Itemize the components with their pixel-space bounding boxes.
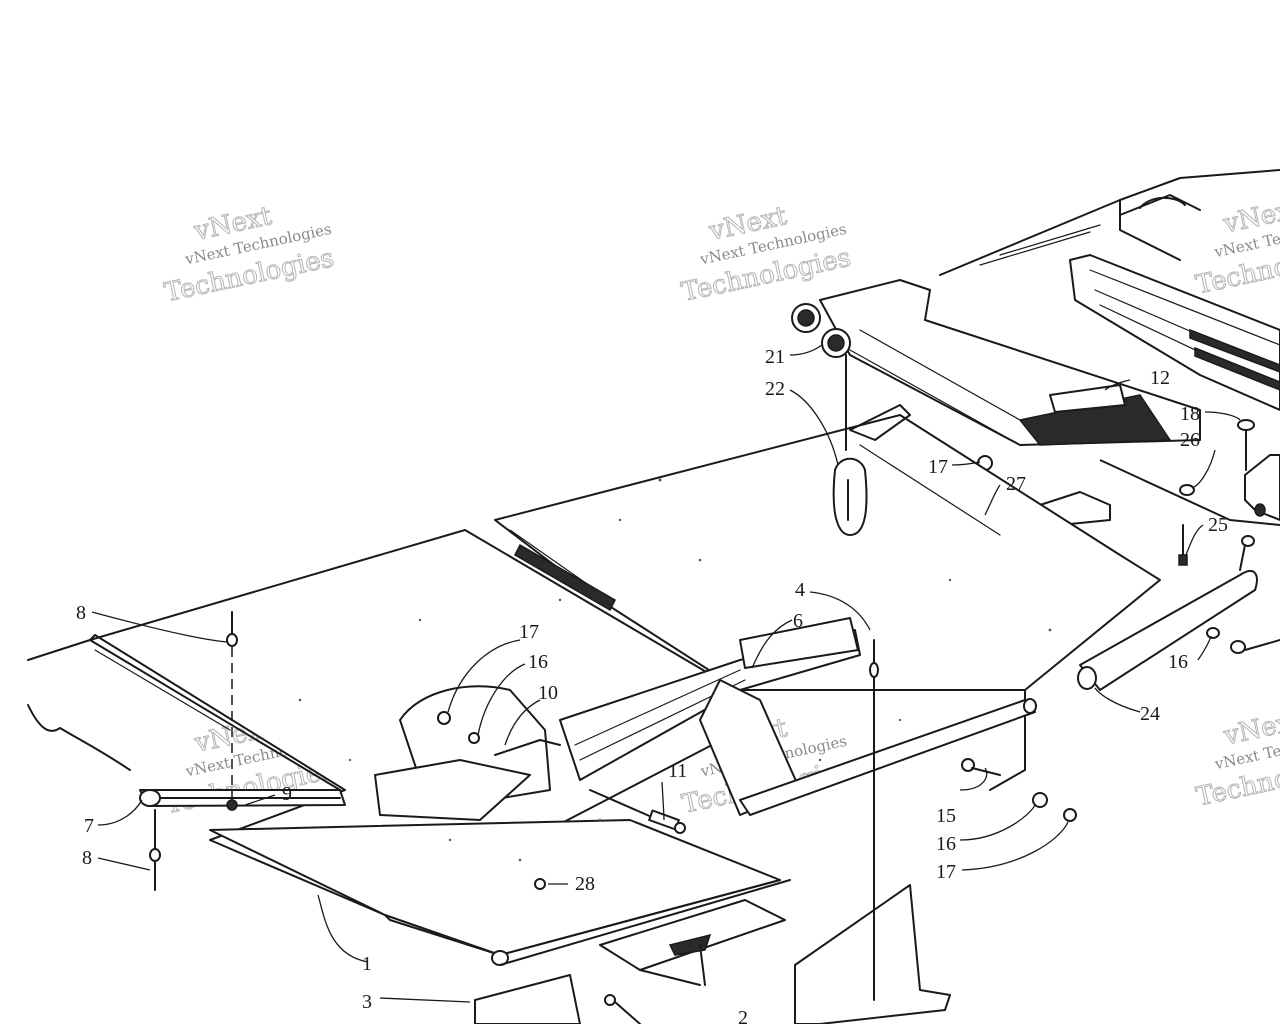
fastener-4 bbox=[869, 639, 879, 1001]
cross-member bbox=[559, 617, 1037, 816]
callout-10: 10 bbox=[538, 682, 558, 704]
stipple-texture bbox=[298, 478, 1052, 862]
callout-24: 24 bbox=[1140, 703, 1160, 725]
callout-9: 9 bbox=[282, 783, 292, 805]
callout-18: 18 bbox=[1180, 403, 1200, 425]
callout-27: 27 bbox=[1006, 473, 1026, 495]
callout-8-bottom: 8 bbox=[82, 847, 92, 869]
callout-7: 7 bbox=[84, 815, 94, 837]
callout-21: 21 bbox=[765, 346, 785, 368]
callout-17-left: 17 bbox=[519, 621, 539, 643]
nut-28 bbox=[534, 878, 546, 890]
rear-frame-assembly bbox=[939, 169, 1280, 411]
callout-25: 25 bbox=[1208, 514, 1228, 536]
watermark-top-left: vNext vNext Technologies Technologies bbox=[161, 201, 337, 309]
callout-8-top: 8 bbox=[76, 602, 86, 624]
callout-28: 28 bbox=[575, 873, 595, 895]
side-rod bbox=[1077, 544, 1280, 691]
upper-arm-assembly bbox=[791, 279, 1280, 521]
callout-2: 2 bbox=[738, 1007, 748, 1024]
callout-4: 4 bbox=[795, 579, 805, 601]
callout-labels: 1 2 3 4 6 7 8 8 9 10 11 12 15 16 16 16 1… bbox=[76, 346, 1228, 1024]
callout-16-right: 16 bbox=[936, 833, 956, 855]
callout-11: 11 bbox=[668, 760, 687, 782]
left-cowl-edge bbox=[27, 639, 341, 791]
callout-22: 22 bbox=[765, 378, 785, 400]
pivot-rod bbox=[139, 789, 346, 807]
callout-16-far-right: 16 bbox=[1168, 651, 1188, 673]
callout-12: 12 bbox=[1150, 367, 1170, 389]
callout-17-right: 17 bbox=[936, 861, 956, 883]
callout-6: 6 bbox=[793, 610, 803, 632]
watermark-bottom-right: vNext vNext Technologies Technologies bbox=[1193, 705, 1280, 813]
bolt-washer-nut-set bbox=[961, 758, 1077, 822]
watermark-top-right: vNext vNext Technologies Technologies bbox=[1193, 193, 1280, 301]
fastener-group-8-9 bbox=[149, 611, 238, 891]
rear-plate-left bbox=[474, 974, 641, 1024]
pin-detail-22 bbox=[832, 354, 868, 536]
callout-17-upper: 17 bbox=[928, 456, 948, 478]
callout-15: 15 bbox=[936, 805, 956, 827]
callout-1: 1 bbox=[362, 953, 372, 975]
guard-plate bbox=[599, 899, 786, 986]
leader-lines bbox=[91, 344, 1241, 1003]
watermark-top-center: vNext vNext Technologies Technologies bbox=[678, 201, 854, 309]
rear-plate-right bbox=[794, 884, 951, 1024]
callout-3: 3 bbox=[362, 991, 372, 1013]
callout-16-left: 16 bbox=[528, 651, 548, 673]
callout-26: 26 bbox=[1180, 429, 1200, 451]
mounting-bracket bbox=[374, 685, 561, 821]
